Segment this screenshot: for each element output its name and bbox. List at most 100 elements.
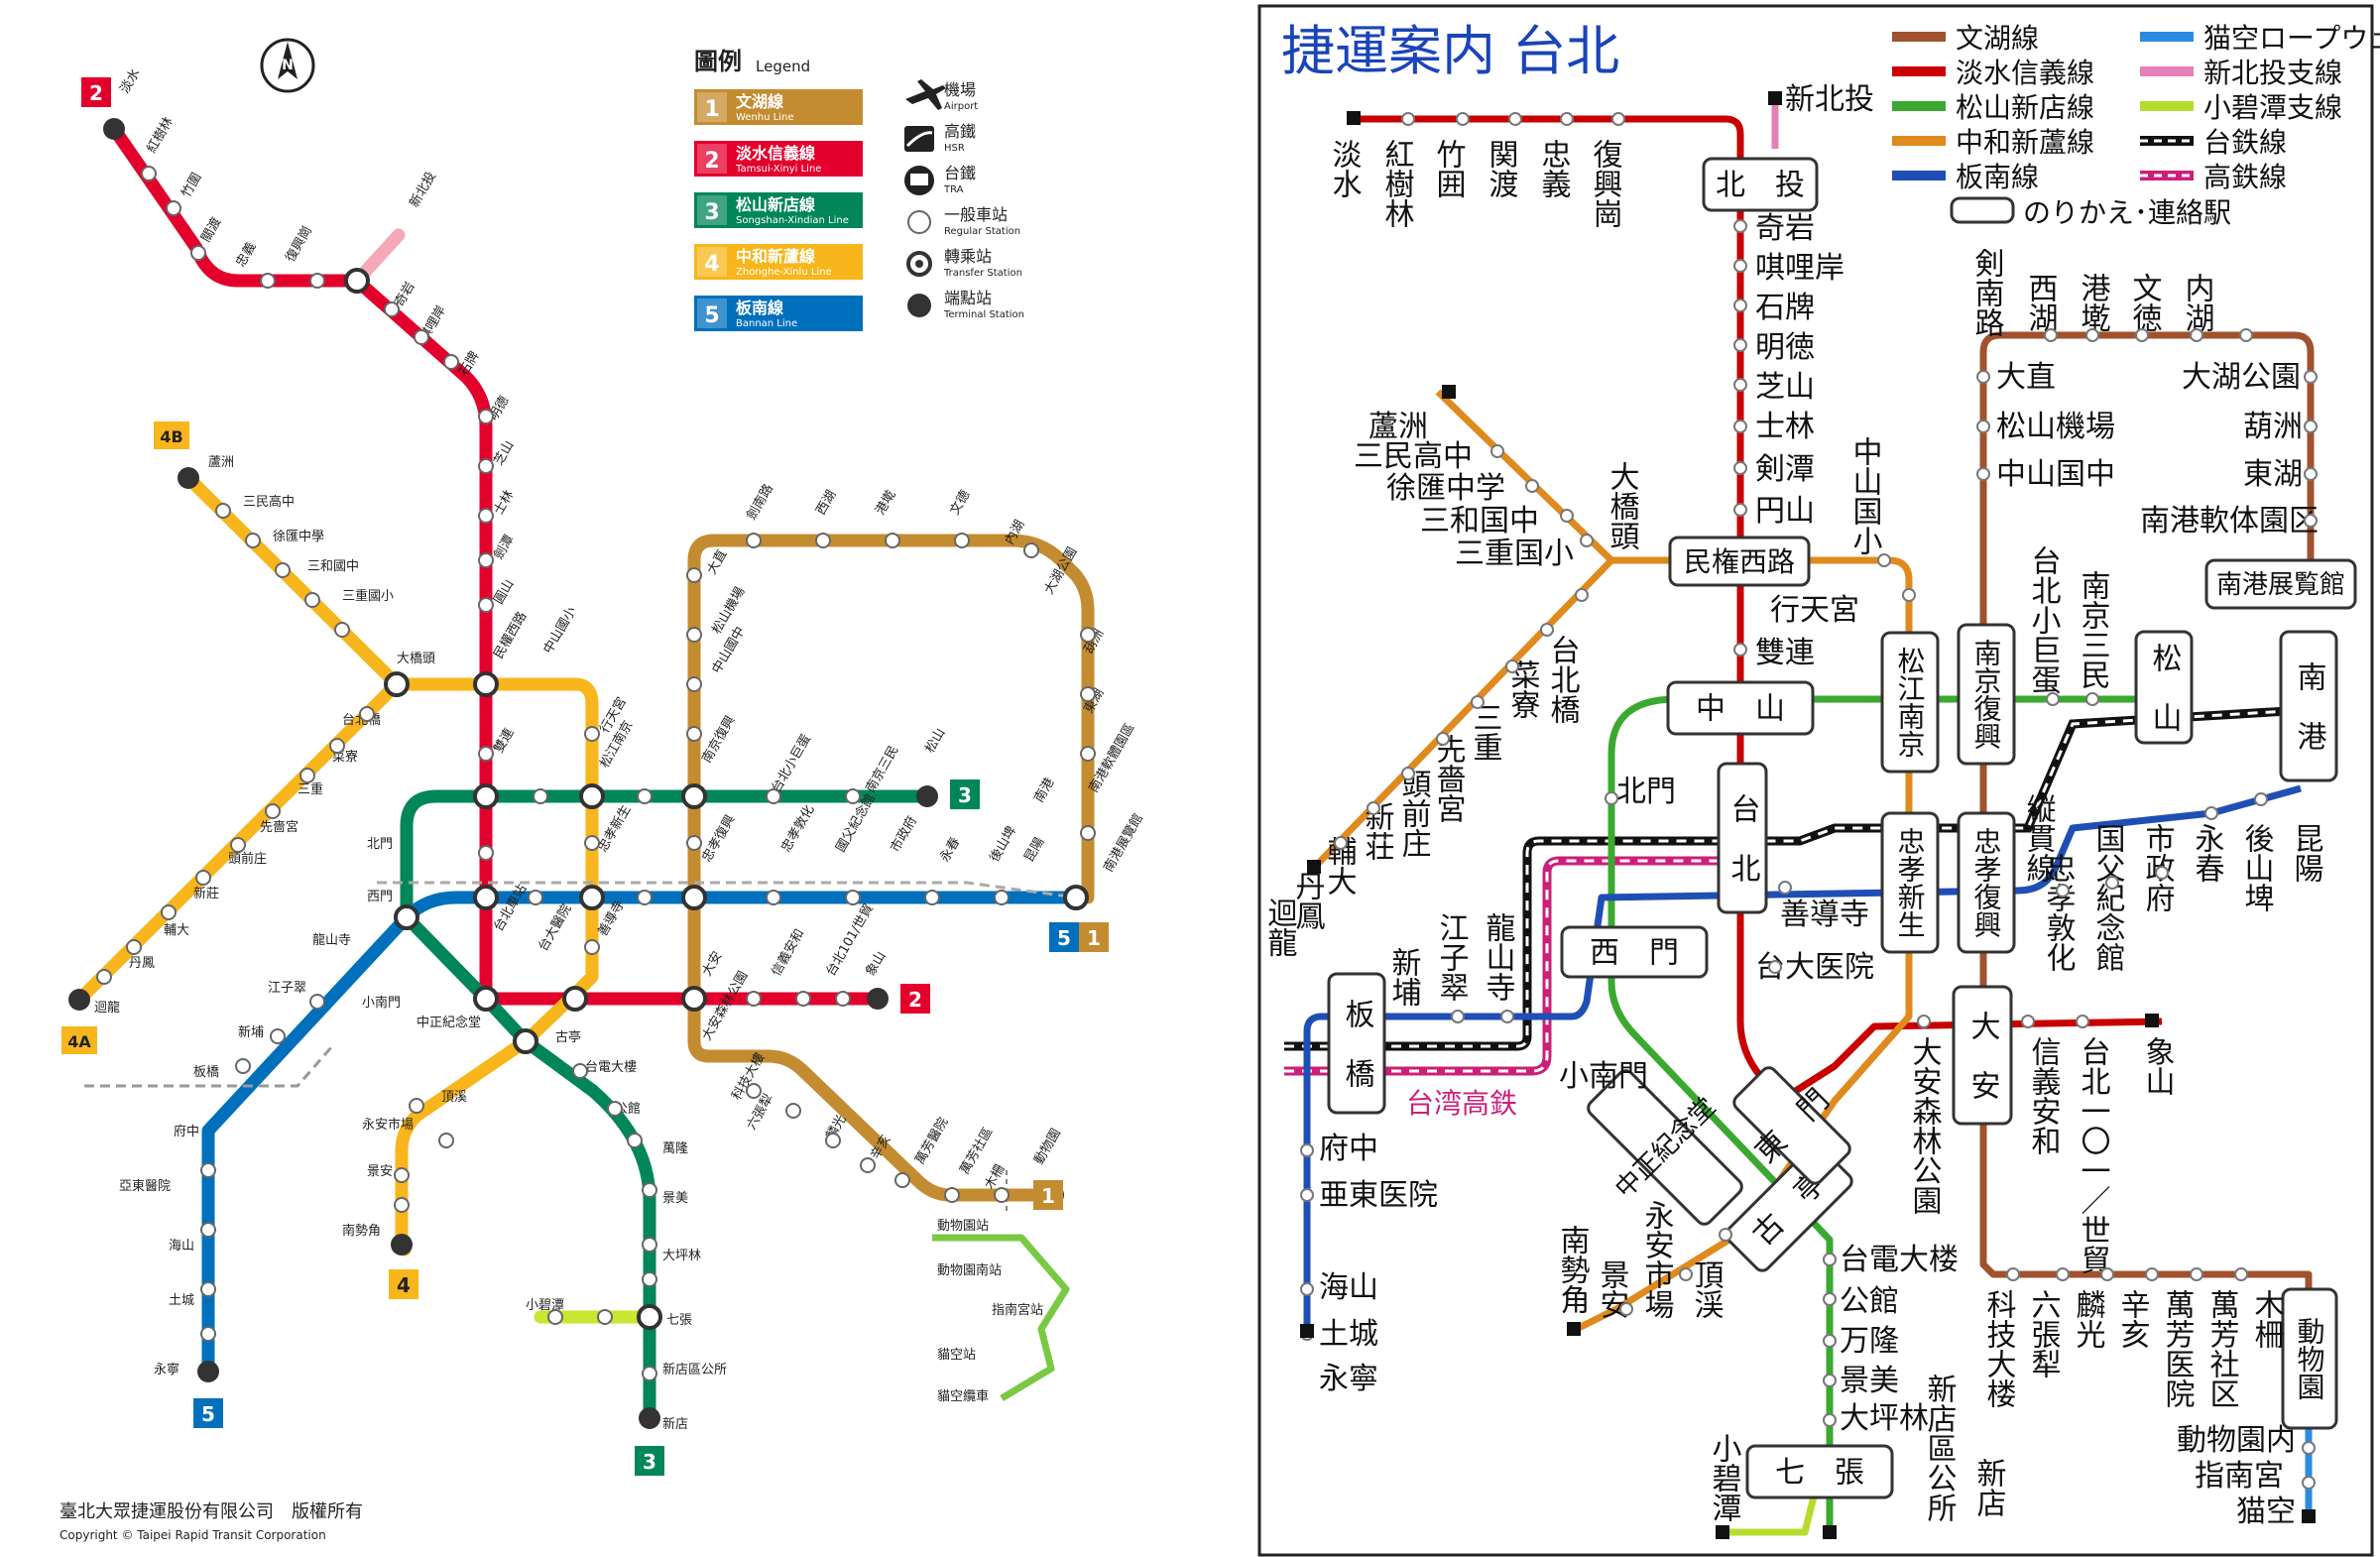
- regular-station-dot: [2044, 328, 2058, 342]
- station-label: 海山: [169, 1239, 194, 1254]
- station-label: 信義安和: [2026, 1036, 2062, 1155]
- station-label: 三和國中: [307, 559, 359, 574]
- station-label: 象山: [2140, 1036, 2175, 1096]
- regular-station-dot: [637, 890, 653, 905]
- station-label: 新店: [1971, 1458, 2007, 1517]
- regular-station-dot: [394, 1167, 410, 1183]
- regular-station-dot: [835, 991, 851, 1007]
- tra-line: [377, 881, 1077, 899]
- station-xindian: 新店: [1971, 1458, 2007, 1517]
- station-tucheng: 土城: [169, 1293, 194, 1308]
- station-label: 動物園: [1031, 1127, 1063, 1167]
- station-label: 紅樹林: [1379, 139, 1415, 228]
- station-label: 芝山: [491, 437, 518, 468]
- regular-station-dot: [1823, 1334, 1837, 1348]
- station-label: 台北小巨蛋: [769, 732, 813, 795]
- right-transfer-boxes: 北 投民権西路中 山台 北松江南京南京復興松 山南 港南港展覧館忠孝新生忠孝復興…: [1327, 157, 2357, 1499]
- transfer-box-zoo: 動物園: [2281, 1287, 2338, 1430]
- station-dazhi: 大直: [1996, 360, 2056, 395]
- regular-station-dot: [478, 409, 494, 424]
- station-label: 中正紀念堂: [416, 1015, 481, 1030]
- station-label: 港墘: [2076, 273, 2111, 332]
- station-zongguan: 縦貫線: [2021, 793, 2056, 883]
- station-shandao: 善導寺: [1780, 898, 1869, 932]
- regular-station-dot: [1300, 1188, 1314, 1202]
- station-label: 小南門: [362, 995, 401, 1011]
- station-shilin: 士林: [491, 488, 517, 518]
- right-legend-item: 高鉄線: [2140, 161, 2287, 193]
- station-label: 象山: [863, 949, 889, 979]
- station-label: 葫洲: [2243, 410, 2303, 444]
- station-label: 竹圍: [178, 171, 204, 200]
- regular-station-dot: [2234, 1267, 2248, 1281]
- station-label: 海山: [1319, 1270, 1378, 1305]
- regular-station-dot: [230, 837, 246, 853]
- station-ximen: 西門: [367, 890, 393, 904]
- station-label: 頂溪: [441, 1090, 467, 1105]
- station-label: 動物園南站: [937, 1262, 1002, 1278]
- station-zhishan: 芝山: [1755, 370, 1815, 405]
- copyright-zh: 臺北大眾捷運股份有限公司 版權所有: [60, 1501, 363, 1522]
- station-label: 江子翠: [1434, 912, 1469, 1002]
- regular-station-dot: [642, 1366, 657, 1381]
- regular-station-dot: [2135, 328, 2149, 342]
- station-label: 中山国小: [1847, 436, 1883, 555]
- station-zhuwei: 竹囲: [1431, 139, 1467, 198]
- station-label: 円山: [1755, 494, 1815, 529]
- regular-station-dot: [200, 1222, 216, 1238]
- regular-station-dot: [627, 1133, 643, 1148]
- station-label: 辛亥: [2115, 1289, 2150, 1349]
- regular-station-dot: [766, 890, 781, 905]
- station-xinpu: 新埔: [1386, 947, 1421, 1007]
- transfer-box-songjiang: 松江南京: [1880, 631, 1940, 774]
- station-label: 三重: [298, 781, 323, 797]
- station-zxdh: 忠孝敦化: [778, 802, 818, 855]
- transfer-box-ximen: 西 門: [1560, 925, 1709, 979]
- station-label: 劍潭: [491, 532, 518, 562]
- station-xiaonanmen: 小南門: [362, 995, 401, 1011]
- station-nangang_sw: 南港軟体園区: [2140, 504, 2319, 539]
- svg-text:4B: 4B: [160, 427, 182, 446]
- regular-station-dot: [1733, 299, 1747, 312]
- station-dapinglin: 大坪林: [1840, 1401, 1929, 1436]
- station-label: 萬芳醫院: [912, 1115, 951, 1167]
- regular-station-dot: [1300, 1282, 1314, 1296]
- station-nanjing_sanmin: 南京三民: [2076, 570, 2110, 689]
- transfer-box-zhongshan: 中 山: [1666, 680, 1815, 736]
- regular-station-dot: [1300, 1143, 1314, 1157]
- station-label: 市政府: [888, 813, 920, 855]
- station-label: 台電大楼: [1840, 1243, 1959, 1277]
- station-label: 新莊: [193, 886, 219, 901]
- transfer-box-zxfx: 忠孝復興: [1957, 811, 2016, 954]
- station-label: 南京復興: [699, 713, 739, 766]
- station-label: 關渡: [198, 214, 225, 245]
- transfer-box-label: 松 山: [2147, 643, 2183, 732]
- transfer-box-label: 南京復興: [1970, 639, 2003, 750]
- legend-line-number: 1: [704, 97, 719, 122]
- legend-line-name: 松山新店線: [736, 195, 815, 214]
- station-label: 復興崗: [283, 223, 315, 265]
- transfer-box-nangang: 南 港: [2279, 630, 2338, 782]
- svg-text:1: 1: [1041, 1184, 1055, 1208]
- station-label: 大安森林公園: [699, 969, 751, 1043]
- station-label: 南京三民: [863, 743, 902, 795]
- station-label: 国父紀念館: [2090, 823, 2126, 972]
- right-legend-label: 板南線: [1956, 161, 2039, 193]
- transfer-box-label: 北 投: [1716, 169, 1805, 203]
- transfer-box-banqiao: 板 橋: [1327, 972, 1386, 1115]
- regular-station-dot: [384, 301, 400, 317]
- station-label: 内湖: [2180, 273, 2214, 332]
- station-sysm: 国父紀念館: [2090, 823, 2126, 972]
- station-dapinglin: 大坪林: [662, 1249, 701, 1263]
- station-xindian_office: 新店區公所: [662, 1362, 727, 1377]
- station-label: 頂渓: [1689, 1259, 1724, 1319]
- station-label: 後山埤: [2239, 823, 2275, 912]
- station-label: 貓空站: [937, 1348, 976, 1363]
- regular-station-dot: [2190, 1267, 2203, 1281]
- station-xindian: 新店: [662, 1416, 688, 1432]
- regular-station-dot: [785, 1103, 801, 1119]
- right-map-frame: [1257, 4, 2374, 1557]
- station-label: 台北車站: [491, 882, 530, 934]
